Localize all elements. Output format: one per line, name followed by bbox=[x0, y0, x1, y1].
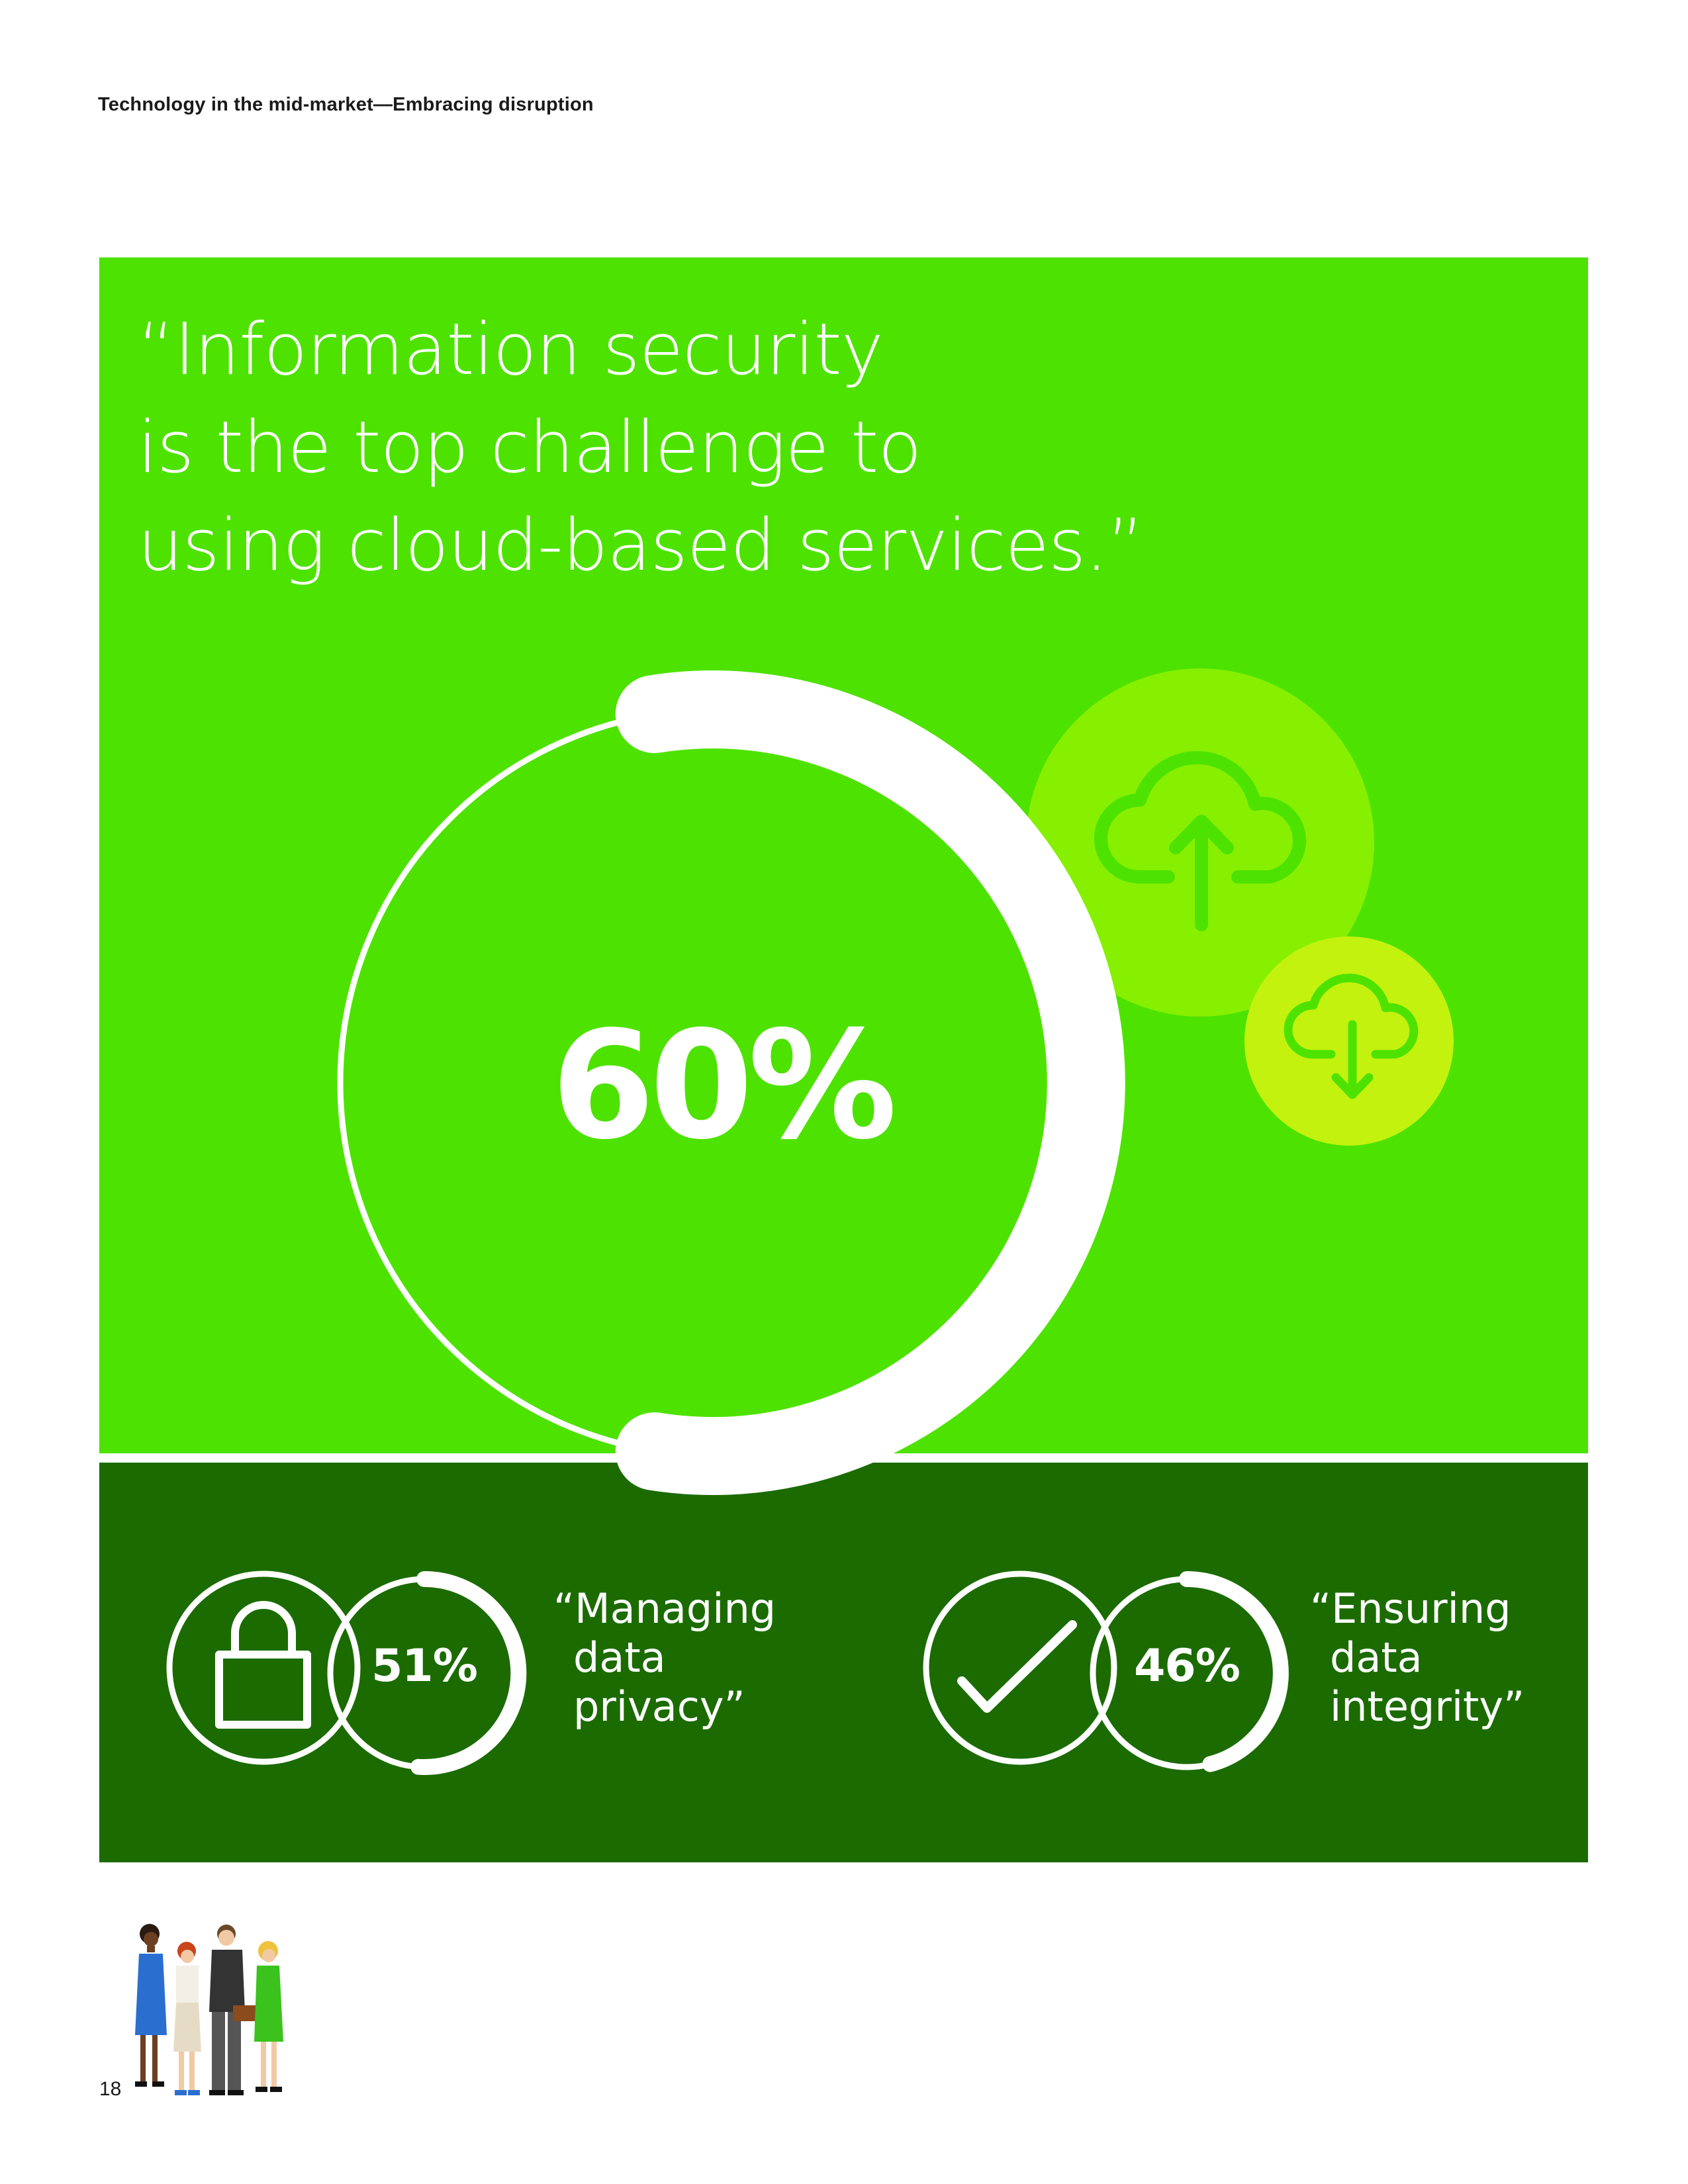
caption-line: data bbox=[573, 1633, 666, 1682]
running-header: Technology in the mid-market—Embracing d… bbox=[98, 94, 594, 115]
main-quote: “Information security is the top challen… bbox=[138, 301, 1197, 595]
main-donut-arc bbox=[615, 670, 1125, 1495]
people-illustration bbox=[135, 1924, 283, 2095]
sub-stats-panel bbox=[99, 1463, 1588, 1862]
stat-donut-arc bbox=[1179, 1571, 1289, 1772]
caption-line: “Managing bbox=[553, 1584, 776, 1633]
caption-line: “Ensuring bbox=[1310, 1584, 1511, 1633]
checkmark-badge bbox=[923, 1570, 1117, 1765]
checkmark-icon bbox=[957, 1620, 1077, 1713]
padlock-icon bbox=[215, 1601, 311, 1729]
quote-line: using cloud-based services.” bbox=[138, 504, 1145, 587]
sub-stat-value: 51% bbox=[371, 1640, 478, 1692]
person-figure bbox=[254, 1941, 283, 2092]
person-figure bbox=[209, 1925, 256, 2095]
caption-line: data bbox=[1330, 1633, 1423, 1682]
person-figure bbox=[135, 1924, 167, 2087]
sub-stat-caption: “Managing data privacy” bbox=[553, 1584, 776, 1731]
sub-stat-caption: “Ensuring data integrity” bbox=[1310, 1584, 1524, 1731]
caption-line: integrity” bbox=[1330, 1682, 1525, 1731]
main-stat-value: 60% bbox=[551, 999, 898, 1173]
quote-line: “Information security bbox=[138, 308, 884, 391]
padlock-badge bbox=[166, 1570, 361, 1765]
sub-stat-value: 46% bbox=[1134, 1640, 1241, 1692]
quote-line: is the top challenge to bbox=[138, 406, 921, 489]
page-number: 18 bbox=[99, 2078, 122, 2100]
person-figure bbox=[173, 1942, 201, 2095]
cloud-upload-icon bbox=[1094, 751, 1307, 931]
stat-donut-arc bbox=[410, 1570, 527, 1775]
caption-line: privacy” bbox=[573, 1682, 745, 1731]
cloud-download-icon bbox=[1284, 974, 1419, 1099]
